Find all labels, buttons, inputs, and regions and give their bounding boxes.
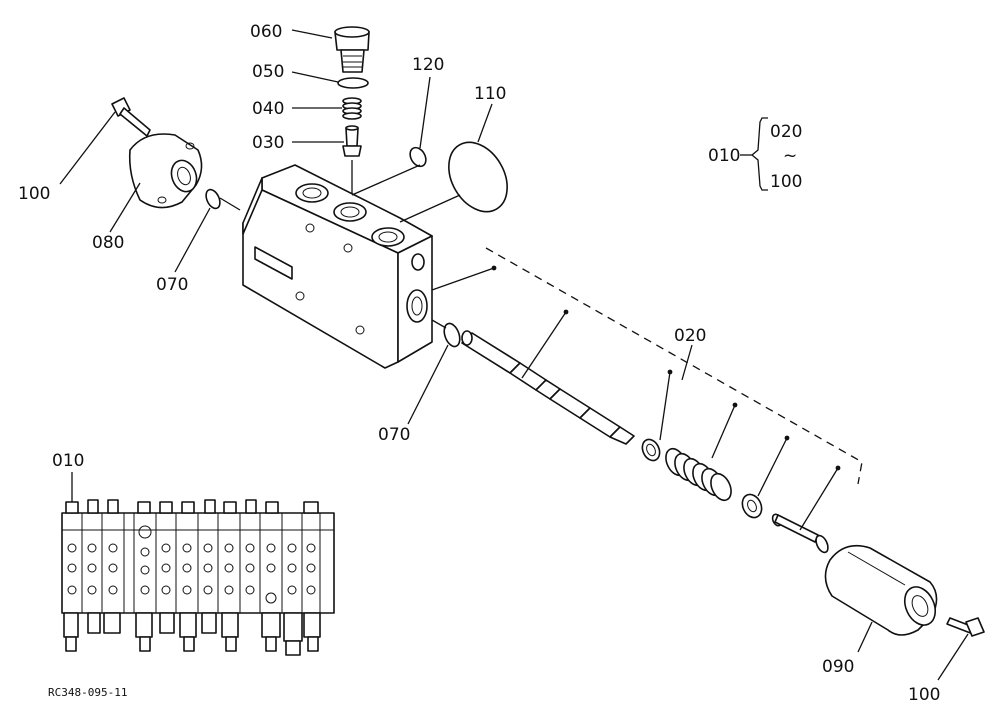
spring-seat xyxy=(741,493,763,519)
leader-020-label xyxy=(681,344,693,381)
o-ring-120 xyxy=(409,146,427,168)
valve-bank-010 xyxy=(61,499,335,656)
spring-large xyxy=(665,447,732,502)
end-cap-090 xyxy=(824,544,938,636)
label-110: 110 xyxy=(474,84,506,104)
label-100-bottom: 100 xyxy=(908,685,940,705)
cover-080 xyxy=(128,133,203,209)
leader-120 xyxy=(351,164,421,196)
legend-assembly: 010 xyxy=(708,146,740,166)
leader-seat-ring xyxy=(659,371,671,441)
label-050: 050 xyxy=(252,62,284,82)
leader-060 xyxy=(291,29,333,39)
seat-ring xyxy=(641,438,661,462)
valve-body xyxy=(242,164,433,369)
leader-spring-seat xyxy=(757,437,788,497)
axis-line-080 xyxy=(219,197,241,211)
leader-120-label xyxy=(419,76,431,149)
poppet-030 xyxy=(342,125,362,157)
label-010-bottom: 010 xyxy=(52,451,84,471)
group-outline-020 xyxy=(485,247,863,485)
bolt-100-top xyxy=(111,97,151,137)
legend-range-sep: ~ xyxy=(783,146,797,166)
stopper-bolt xyxy=(771,513,829,554)
dot-6 xyxy=(835,465,841,471)
label-090: 090 xyxy=(822,657,854,677)
leader-spring xyxy=(711,404,736,459)
o-ring-070-left xyxy=(205,188,221,210)
o-ring-070-mid xyxy=(443,322,461,348)
label-060: 060 xyxy=(250,22,282,42)
dot-5 xyxy=(784,435,790,441)
leader-100-top xyxy=(59,111,116,185)
dot-1 xyxy=(491,265,497,271)
dot-2 xyxy=(563,309,569,315)
leader-050 xyxy=(291,71,339,83)
leader-100-bottom xyxy=(937,633,969,681)
label-080: 080 xyxy=(92,233,124,253)
leader-110-label xyxy=(477,103,493,143)
leader-080 xyxy=(109,182,141,233)
plug-060 xyxy=(334,26,370,73)
spool xyxy=(461,330,635,445)
dot-4 xyxy=(732,402,738,408)
leader-stopper xyxy=(799,467,839,531)
label-030: 030 xyxy=(252,133,284,153)
o-ring-110 xyxy=(448,141,508,213)
label-040: 040 xyxy=(252,99,284,119)
leader-090 xyxy=(857,621,873,653)
leader-spool xyxy=(521,311,567,379)
o-ring-050 xyxy=(337,77,369,89)
label-070-left: 070 xyxy=(156,275,188,295)
legend-bracket xyxy=(740,117,768,191)
leader-020-body xyxy=(431,267,495,291)
spring-040 xyxy=(342,97,362,120)
label-070-mid: 070 xyxy=(378,425,410,445)
label-120: 120 xyxy=(412,55,444,75)
leader-070-left xyxy=(174,207,211,273)
leader-110 xyxy=(399,194,461,223)
label-100-top: 100 xyxy=(18,184,50,204)
axis-line-070 xyxy=(431,319,447,329)
legend-range-start: 020 xyxy=(770,122,802,142)
dot-3 xyxy=(667,369,673,375)
label-020: 020 xyxy=(674,326,706,346)
legend-range-end: 100 xyxy=(770,172,802,192)
leader-070-mid xyxy=(407,344,449,425)
drawing-code: RC348-095-11 xyxy=(48,686,127,699)
bolt-100-bottom xyxy=(946,617,985,637)
